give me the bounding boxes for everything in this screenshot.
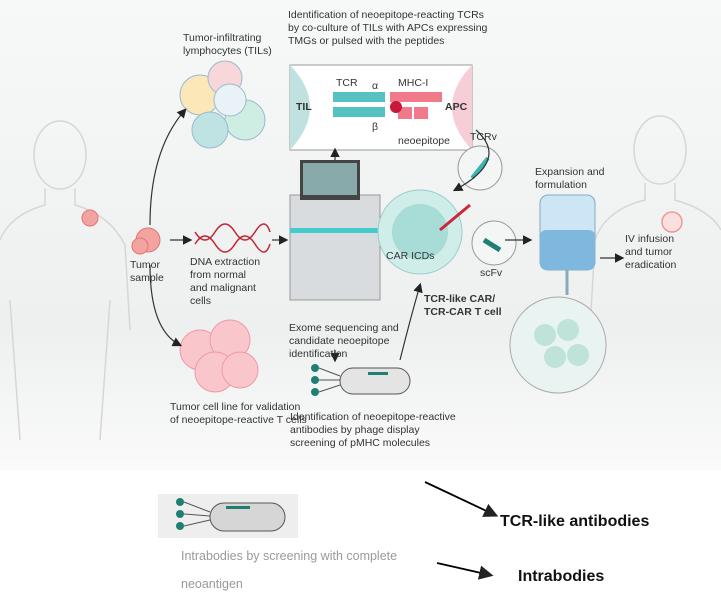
iv-bag-icon — [509, 194, 607, 394]
intrabodies-label: Intrabodies — [518, 568, 605, 585]
car-t-cell-icon — [377, 145, 517, 275]
apc-label: APC — [445, 101, 468, 113]
intrabodies-desc-line2: neoantigen — [181, 577, 243, 591]
intrabody-phage-icon — [158, 494, 298, 538]
patient-right-icon — [589, 115, 721, 331]
patient-left-icon — [0, 120, 131, 441]
car-icds-label: CAR ICDs — [386, 250, 435, 262]
beta-label: β — [372, 121, 379, 133]
tcrv-label: TCRv — [470, 131, 497, 143]
til-label: TIL — [296, 101, 312, 113]
mhc-label: MHC-I — [398, 77, 429, 89]
flow-arrows — [149, 108, 625, 580]
alpha-label: α — [372, 80, 379, 92]
phage-icon — [311, 364, 411, 396]
sequencer-icon — [289, 160, 381, 301]
tils-cells-icon — [179, 60, 266, 149]
neoepitope-label: neoepitope — [398, 135, 450, 147]
tcr-identification-label: Identification of neoepitope-reacting TC… — [288, 9, 488, 47]
tcr-mhc-box — [289, 64, 473, 151]
intrabodies-desc-line1: Intrabodies by screening with complete — [181, 549, 398, 563]
tcr-label: TCR — [336, 77, 358, 89]
tcr-car-label: TCR-like CAR/TCR-CAR T cell — [424, 293, 502, 318]
dna-helix-icon — [194, 223, 271, 253]
tumor-icon — [81, 209, 161, 255]
scfv-label: scFv — [480, 267, 503, 279]
tcr-like-antibodies-label: TCR-like antibodies — [500, 513, 650, 530]
tumor-cell-line-icon — [179, 319, 259, 393]
